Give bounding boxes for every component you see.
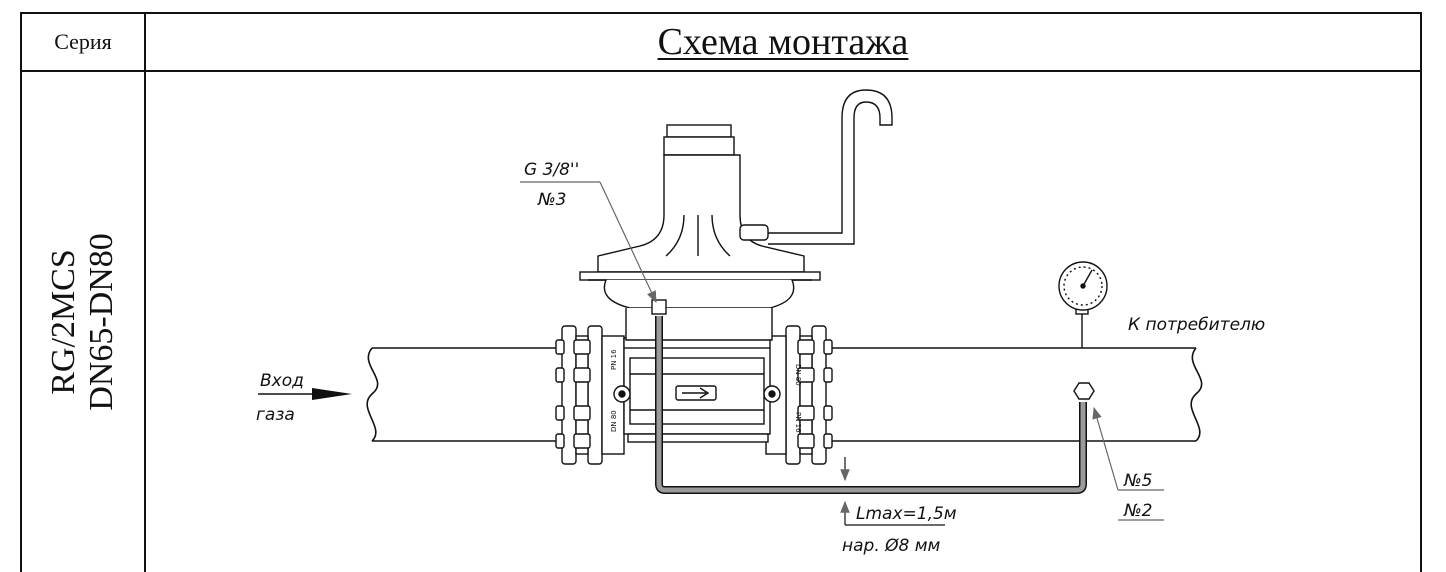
consumer-label: К потребителю <box>1128 315 1265 335</box>
inlet-flange: PN 16 DN 80 <box>555 325 625 465</box>
series-label: Серия <box>54 29 112 54</box>
vent-pipe <box>768 89 893 245</box>
flange-dn-label: DN 80 <box>610 410 618 432</box>
inlet-arrow <box>258 388 352 400</box>
page-title: Схема монтажа <box>657 21 909 63</box>
thread-label: G 3/8'' <box>524 160 579 180</box>
inlet-label-line2: газа <box>256 405 295 425</box>
pipeline <box>366 347 1203 442</box>
pressure-gauge <box>1058 261 1108 348</box>
outlet-flange: DN 80 PN 16 <box>765 325 833 465</box>
regulator-head <box>579 124 821 341</box>
number-5-label: №5 <box>1123 471 1153 491</box>
sensing-tube <box>651 299 1095 494</box>
leader-lines <box>520 181 1164 526</box>
valve-body <box>613 337 781 443</box>
inlet-label-line1: Вход <box>260 371 304 391</box>
length-label: Lmax=1,5м <box>856 504 957 524</box>
flange-dn-label-right: DN 80 <box>794 364 802 386</box>
diameter-label: нар. Ø8 мм <box>842 536 941 556</box>
number-2-label: №2 <box>1123 501 1153 521</box>
flange-pn-label: PN 16 <box>610 349 618 370</box>
port-number-label: №3 <box>537 190 567 210</box>
flange-pn-label-right: PN 16 <box>794 412 802 433</box>
